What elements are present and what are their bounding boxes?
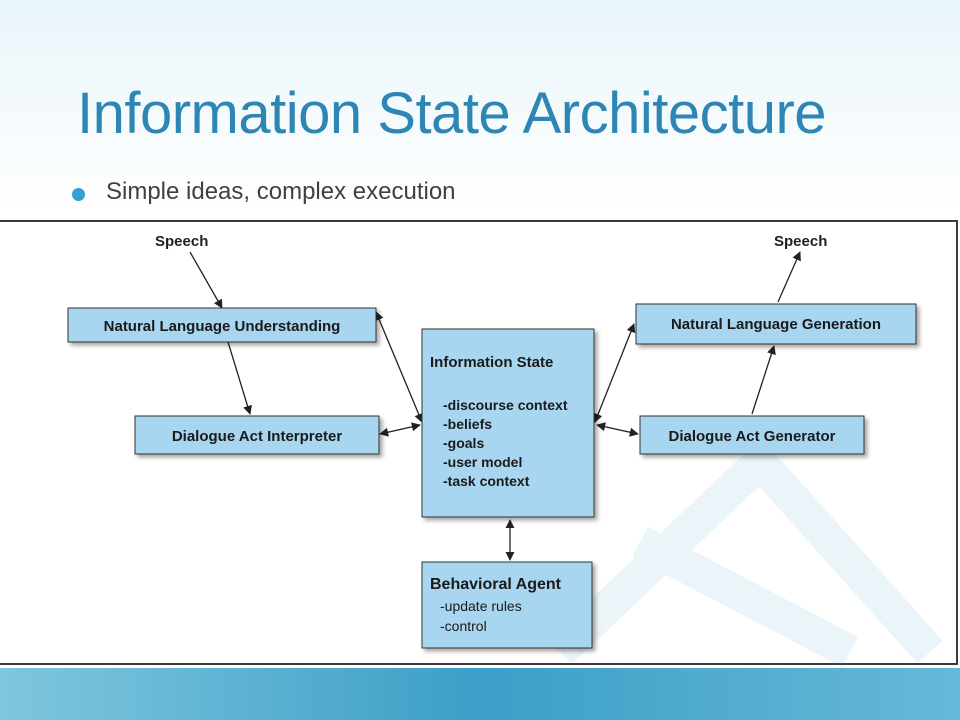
generator-box: Dialogue Act Generator <box>639 415 865 455</box>
info-state-item: -task context <box>443 473 530 489</box>
arrow-nlu-to-info-state <box>374 311 424 423</box>
arrow-info-state-to-generator <box>596 422 639 437</box>
info-state-item: -goals <box>443 435 484 451</box>
speech-output-label: Speech <box>774 233 827 250</box>
nlu-label: Natural Language Understanding <box>104 318 341 335</box>
info-state-item: -discourse context <box>443 397 568 413</box>
info-state-item: -beliefs <box>443 416 492 432</box>
generator-label: Dialogue Act Generator <box>669 428 836 445</box>
agent-item: -control <box>440 618 487 634</box>
arrow-nlu-to-interpreter <box>227 341 252 415</box>
info-state-item: -user model <box>443 454 522 470</box>
speech-input-label: Speech <box>155 233 208 250</box>
footer-band <box>0 668 960 720</box>
arrow-interpreter-to-info-state <box>379 422 421 437</box>
arrow-generator-to-nlg <box>751 345 776 415</box>
arrow-info-state-to-nlg <box>593 323 636 423</box>
info-state-title: Information State <box>430 354 553 371</box>
interpreter-label: Dialogue Act Interpreter <box>172 428 342 445</box>
info-state-box: Information State -discourse context -be… <box>421 328 595 518</box>
bullet-text: Simple ideas, complex execution <box>106 178 456 205</box>
bullet-dot-icon <box>72 188 85 201</box>
arrow-nlg-to-speech <box>777 251 801 303</box>
interpreter-box: Dialogue Act Interpreter <box>134 415 380 455</box>
watermark-logo <box>548 437 943 668</box>
agent-item: -update rules <box>440 598 522 614</box>
nlg-box: Natural Language Generation <box>635 303 917 345</box>
architecture-diagram: Speech Speech Natural Language Understan… <box>67 233 943 668</box>
agent-box: Behavioral Agent -update rules -control <box>421 561 593 649</box>
nlu-box: Natural Language Understanding <box>67 307 377 343</box>
footer-gap <box>0 665 145 668</box>
arrow-speech-to-nlu <box>189 251 223 309</box>
diagram-frame: Speech Speech Natural Language Understan… <box>0 220 958 668</box>
agent-title: Behavioral Agent <box>430 576 562 593</box>
nlg-label: Natural Language Generation <box>671 316 881 333</box>
slide-title: Information State Architecture <box>77 81 827 146</box>
